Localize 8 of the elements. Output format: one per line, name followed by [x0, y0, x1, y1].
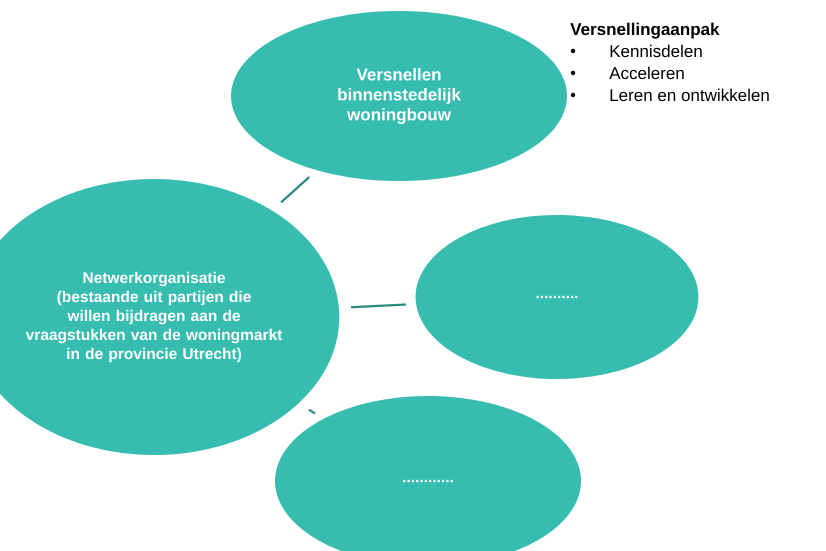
list-item: Leren en ontwikkelen — [610, 88, 769, 102]
connector-line — [350, 303, 406, 308]
connector-line — [308, 408, 316, 414]
list-item: Kennisdelen — [610, 44, 702, 58]
list-item: Acceleren — [609, 66, 684, 80]
ellipse-node: Versnellen binnenstedelijk woningbouw — [231, 11, 567, 181]
connector-line — [280, 176, 310, 204]
ellipse-node: .......... — [416, 215, 698, 379]
